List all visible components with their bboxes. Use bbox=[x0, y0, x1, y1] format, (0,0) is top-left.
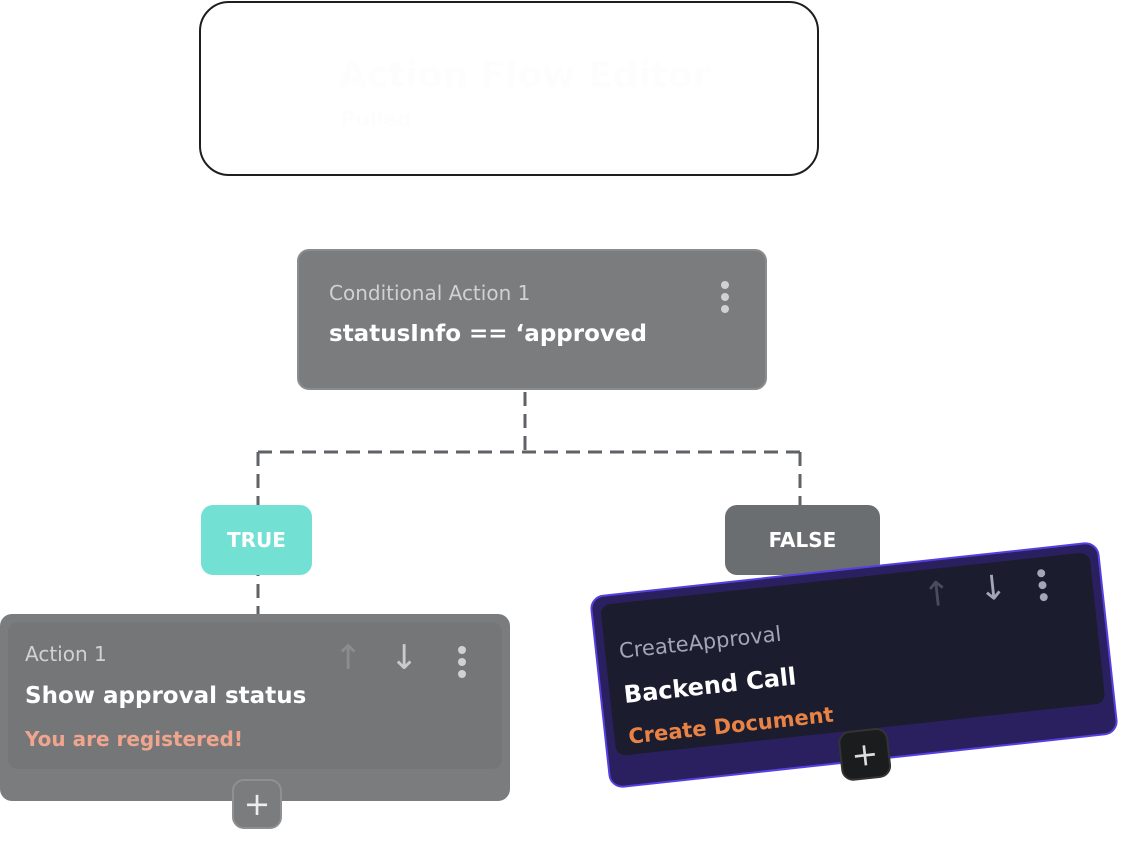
logo-icon: ⚙ bbox=[243, 61, 279, 107]
false-branch-badge: FALSE bbox=[725, 505, 880, 575]
arrow-up-icon[interactable]: ↑ bbox=[334, 638, 363, 678]
action-name: Show approval status bbox=[25, 683, 307, 709]
conditional-action-node[interactable]: Conditional Action 1 statusInfo == ‘appr… bbox=[297, 249, 767, 390]
more-options-icon[interactable] bbox=[458, 646, 466, 682]
arrow-down-icon[interactable]: ↓ bbox=[390, 638, 419, 678]
page-title: Action Flow Editor bbox=[339, 55, 711, 96]
action-label: Action 1 bbox=[25, 642, 107, 666]
arrow-up-icon[interactable]: ↑ bbox=[920, 573, 954, 617]
add-action-button[interactable]: + bbox=[232, 779, 282, 829]
conditional-label: Conditional Action 1 bbox=[329, 281, 531, 305]
conditional-expression: statusInfo == ‘approved bbox=[329, 321, 647, 347]
action-1-node[interactable]: Action 1 Show approval status You are re… bbox=[0, 614, 510, 801]
page-subtitle: Pulled bbox=[341, 107, 412, 131]
true-branch-badge: TRUE bbox=[201, 505, 312, 575]
add-action-button[interactable]: + bbox=[837, 726, 893, 782]
arrow-down-icon[interactable]: ↓ bbox=[976, 567, 1010, 610]
action-description: You are registered! bbox=[25, 727, 243, 751]
app-header: ⚙ Action Flow Editor Pulled bbox=[199, 1, 819, 176]
more-options-icon[interactable] bbox=[721, 281, 729, 317]
